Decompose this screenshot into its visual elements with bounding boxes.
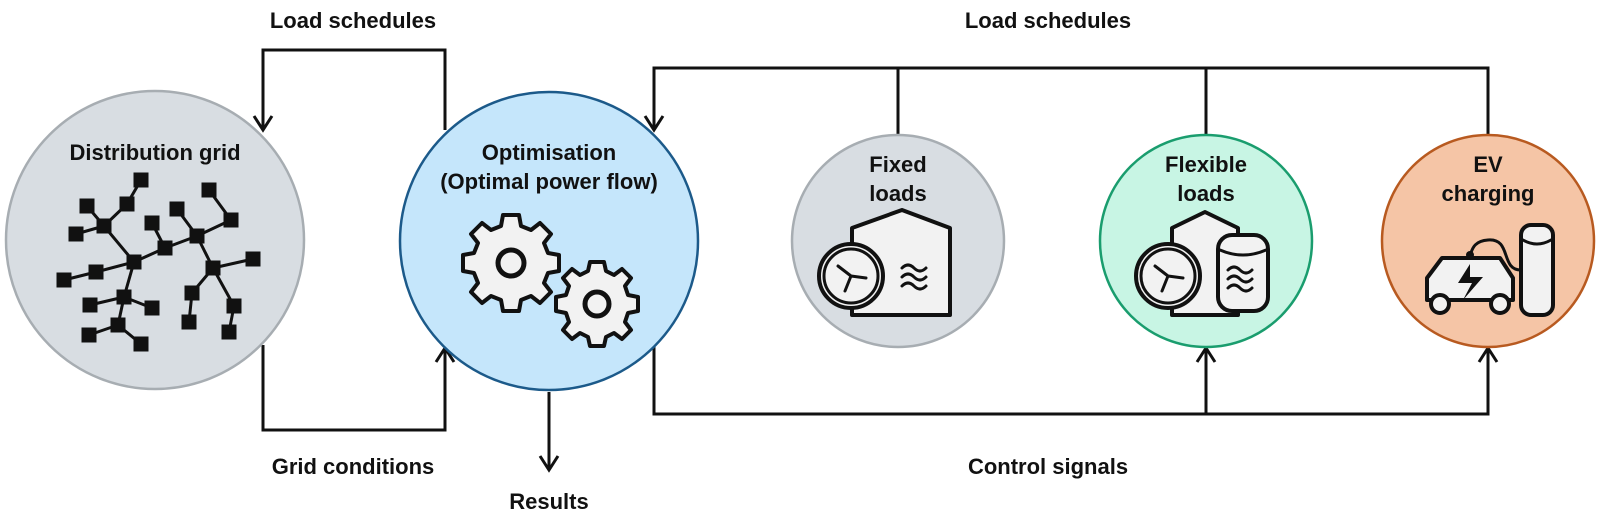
edge-load-schedules-left [252,48,447,133]
node-fixed-loads: Fixed loads [790,133,1006,349]
building-fan-icon [817,208,952,317]
ev-label-line1: EV [1473,152,1503,177]
label-load-schedules-right: Load schedules [965,8,1131,33]
fixed-label-line2: loads [869,181,926,206]
edge-control-signals [652,345,1499,416]
node-ev-charging: EV charging [1380,133,1596,349]
label-control-signals: Control signals [968,454,1128,479]
label-grid-conditions: Grid conditions [272,454,435,479]
building-fan-tank-icon [1134,210,1270,317]
ev-label-line2: charging [1442,181,1535,206]
label-results: Results [509,489,588,514]
optim-label-line2: (Optimal power flow) [440,169,658,194]
edge-load-schedules-right [643,66,1490,150]
flex-label-line2: loads [1177,181,1234,206]
grid-circle [4,89,306,391]
optim-circle [398,90,700,392]
fixed-label-line1: Fixed [869,152,926,177]
edge-grid-conditions [261,345,456,432]
label-load-schedules-left: Load schedules [270,8,436,33]
optim-label-line1: Optimisation [482,140,616,165]
node-optimisation: Optimisation (Optimal power flow) [398,90,700,392]
car-charger-icon [1425,223,1555,317]
node-distribution-grid: Distribution grid [4,89,306,391]
flex-label-line1: Flexible [1165,152,1247,177]
edge-results [538,392,560,473]
gears-icon [461,213,640,348]
node-flexible-loads: Flexible loads [1098,133,1314,349]
grid-label: Distribution grid [69,140,240,165]
network-graph-icon [56,172,261,352]
